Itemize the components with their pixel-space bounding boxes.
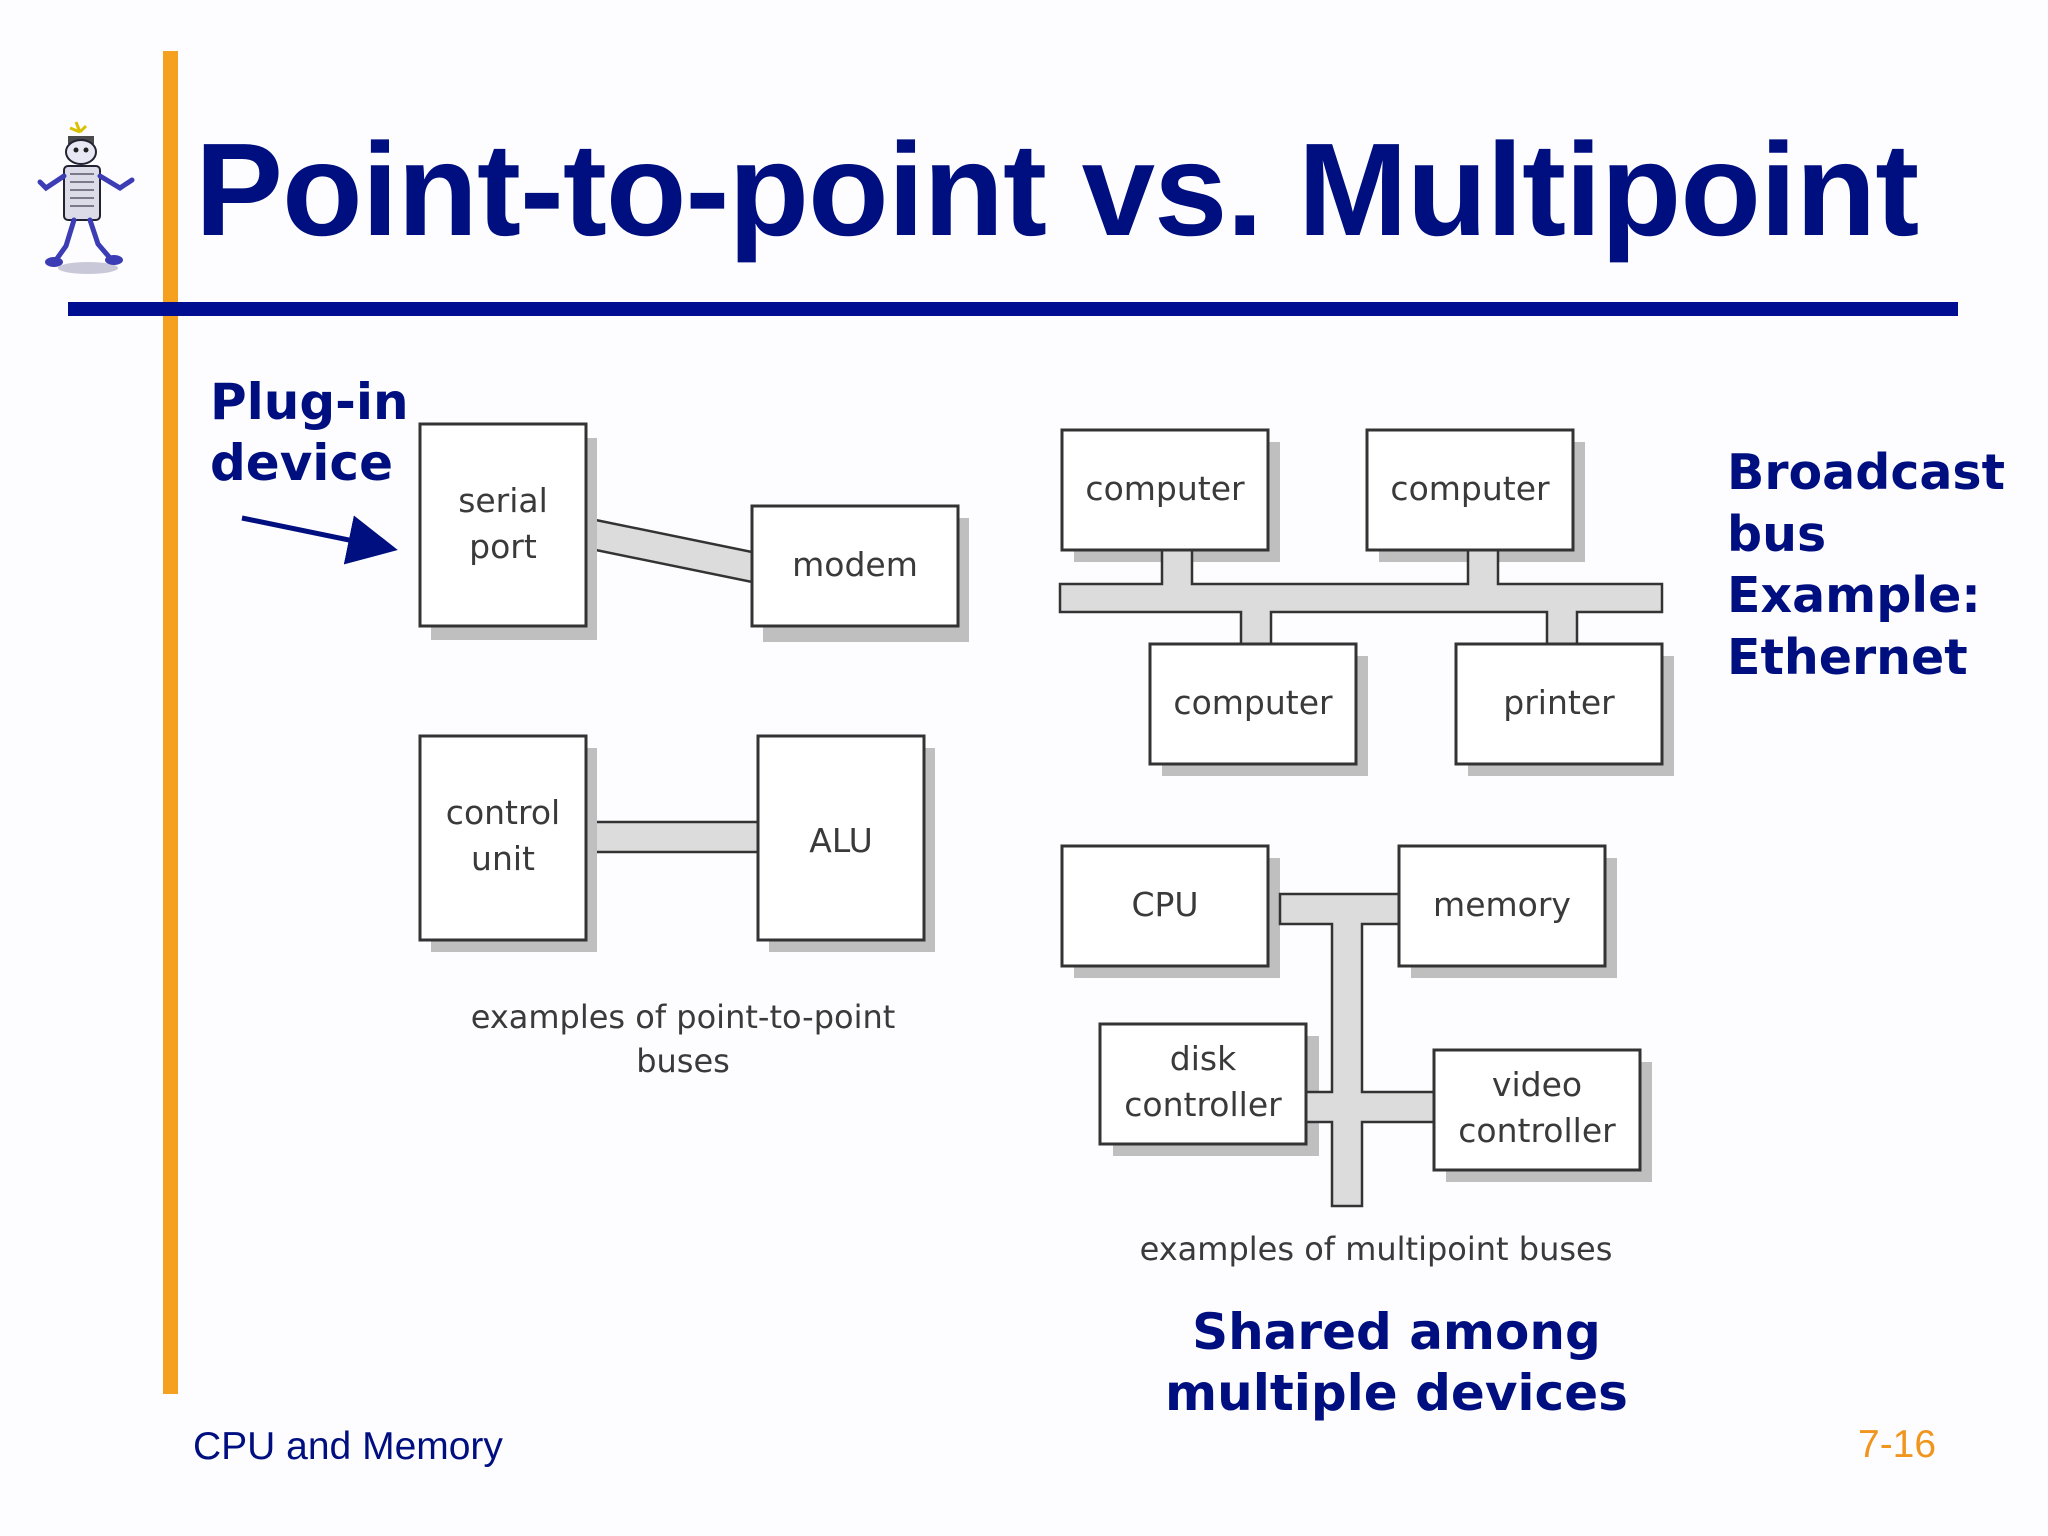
callout-line: Plug-in: [210, 373, 409, 431]
box-label: ALU: [809, 821, 872, 860]
device-box: [1060, 428, 1270, 552]
shared-devices-callout: Shared among multiple devices: [1165, 1302, 1628, 1424]
point-to-point-example-cpu: control unit ALU: [418, 734, 935, 952]
device-box: [1148, 642, 1358, 766]
footer-section-title: CPU and Memory: [193, 1425, 503, 1468]
callout-line: Shared among: [1192, 1303, 1601, 1361]
box-label: computer: [1390, 469, 1550, 508]
system-bus: [1278, 892, 1436, 1208]
device-box: [1397, 844, 1607, 968]
callout-line: multiple devices: [1165, 1364, 1628, 1422]
device-box: [1365, 428, 1575, 552]
box-label: computer: [1173, 683, 1333, 722]
device-box: [418, 734, 588, 942]
page-number: 7-16: [1858, 1423, 1937, 1466]
box-label: printer: [1503, 683, 1615, 722]
device-box: [750, 504, 960, 628]
broadcast-bus-callout: Broadcast bus Example: Ethernet: [1727, 442, 2005, 689]
multipoint-caption: examples of multipoint buses: [1140, 1230, 1613, 1268]
box-label: disk: [1170, 1039, 1237, 1078]
point-to-point-caption: examples of point-to-point: [471, 998, 896, 1036]
arrow-right-icon: [241, 515, 398, 565]
slide-title: Point-to-point vs. Multipoint: [195, 116, 1919, 263]
point-to-point-caption: buses: [636, 1042, 730, 1080]
point-to-point-example-serial: serial port modem: [418, 422, 969, 642]
box-label: port: [469, 527, 537, 566]
cartoon-robot-mascot-icon: [37, 121, 135, 274]
box-label: unit: [471, 839, 535, 878]
broadcast-bus-example: computer computer computer printer: [1058, 428, 1674, 776]
broadcast-bus: [1058, 548, 1664, 646]
bus-link: [584, 820, 760, 854]
box-label: CPU: [1131, 885, 1198, 924]
device-box: [1098, 1022, 1308, 1146]
system-bus-example: CPU memory disk controller video control…: [1060, 844, 1652, 1208]
box-label: controller: [1458, 1111, 1616, 1150]
accent-bar: [163, 51, 178, 1394]
callout-line: Broadcast: [1727, 444, 2006, 501]
device-box: [1432, 1048, 1642, 1172]
device-box: [418, 422, 588, 628]
box-label: serial: [458, 481, 548, 520]
title-divider: [68, 302, 1958, 316]
box-label: memory: [1433, 885, 1571, 924]
box-label: video: [1492, 1065, 1582, 1104]
device-box: [1060, 844, 1270, 968]
bus-link: [584, 516, 754, 584]
box-label: computer: [1085, 469, 1245, 508]
device-box: [1454, 642, 1664, 766]
callout-line: Ethernet: [1727, 629, 1968, 687]
callout-line: Example:: [1727, 567, 1981, 625]
callout-line: bus: [1727, 505, 1827, 563]
box-label: control: [446, 793, 560, 832]
box-label: modem: [792, 545, 918, 584]
box-label: controller: [1124, 1085, 1282, 1124]
callout-line: device: [210, 434, 393, 492]
device-box: [756, 734, 926, 942]
plug-in-device-callout: Plug-in device: [210, 372, 409, 494]
